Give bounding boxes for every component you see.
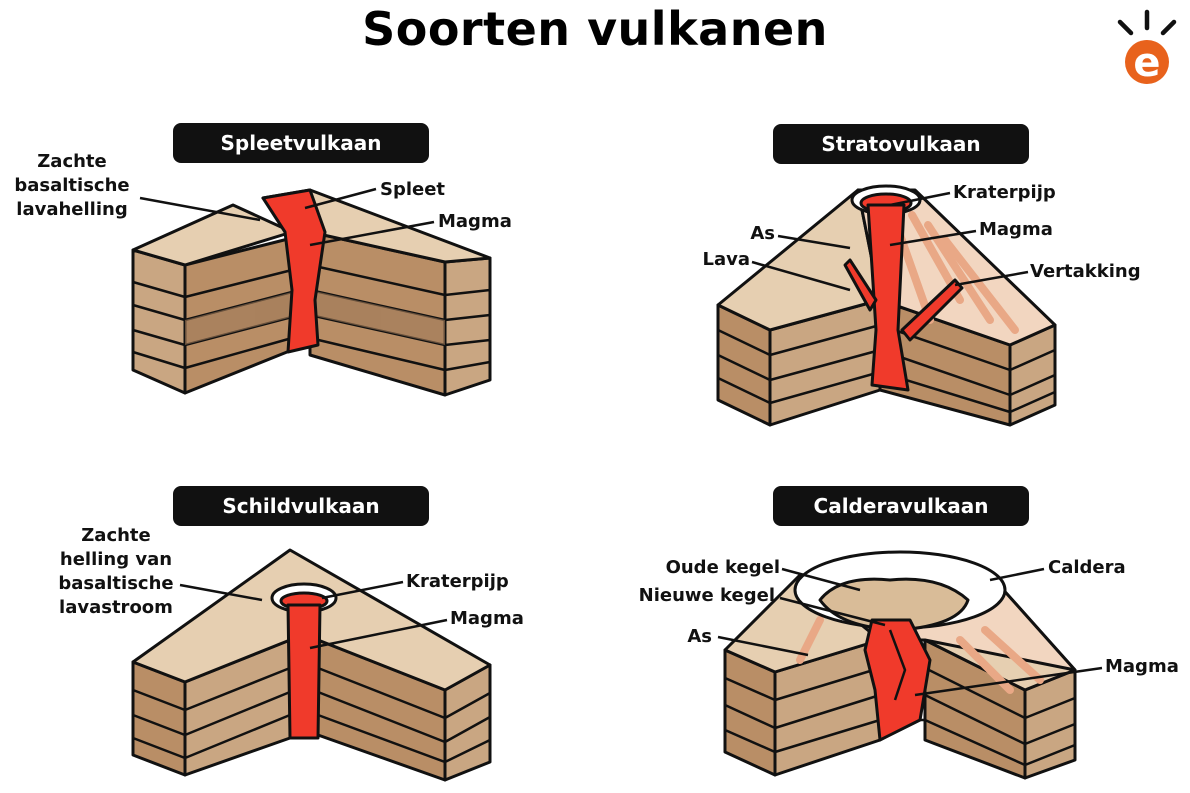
heading-stratovulkaan: Stratovulkaan [773,124,1029,164]
label-lava-strato: Lava [702,249,751,270]
label-magma-strato: Magma [979,219,1053,240]
heading-calderavulkaan: Calderavulkaan [773,486,1029,526]
heading-spleetvulkaan: Spleetvulkaan [173,123,429,163]
label-zachte-basaltische-lavahelling: Zachte basaltische lavahelling [14,151,130,220]
svg-text:e: e [1133,40,1160,86]
label-magma-caldera: Magma [1105,656,1179,677]
label-magma-spleet: Magma [438,211,512,232]
callout-lines [139,187,1103,697]
label-as-caldera: As [687,626,712,647]
label-as-strato: As [750,223,775,244]
label-kraterpijp-strato: Kraterpijp [953,182,1056,203]
caldera-volcano-diagram [723,550,1077,780]
stratovolcano-diagram [716,184,1057,427]
page-title: Soorten vulkanen [362,2,828,56]
label-magma-schild: Magma [450,608,524,629]
shield-volcano-diagram [131,548,492,782]
label-caldera: Caldera [1048,557,1126,578]
label-vertakking: Vertakking [1030,261,1141,282]
label-zachte-helling-basaltische-lavastroom: Zachte helling van basaltische lavastroo… [58,525,174,618]
heading-schildvulkaan: Schildvulkaan [173,486,429,526]
label-kraterpijp-schild: Kraterpijp [406,571,509,592]
logo-e-icon: e [1117,9,1177,86]
fissure-volcano-diagram [131,188,492,397]
label-oude-kegel: Oude kegel [665,557,780,578]
label-nieuwe-kegel: Nieuwe kegel [638,585,775,606]
label-spleet: Spleet [380,179,446,200]
